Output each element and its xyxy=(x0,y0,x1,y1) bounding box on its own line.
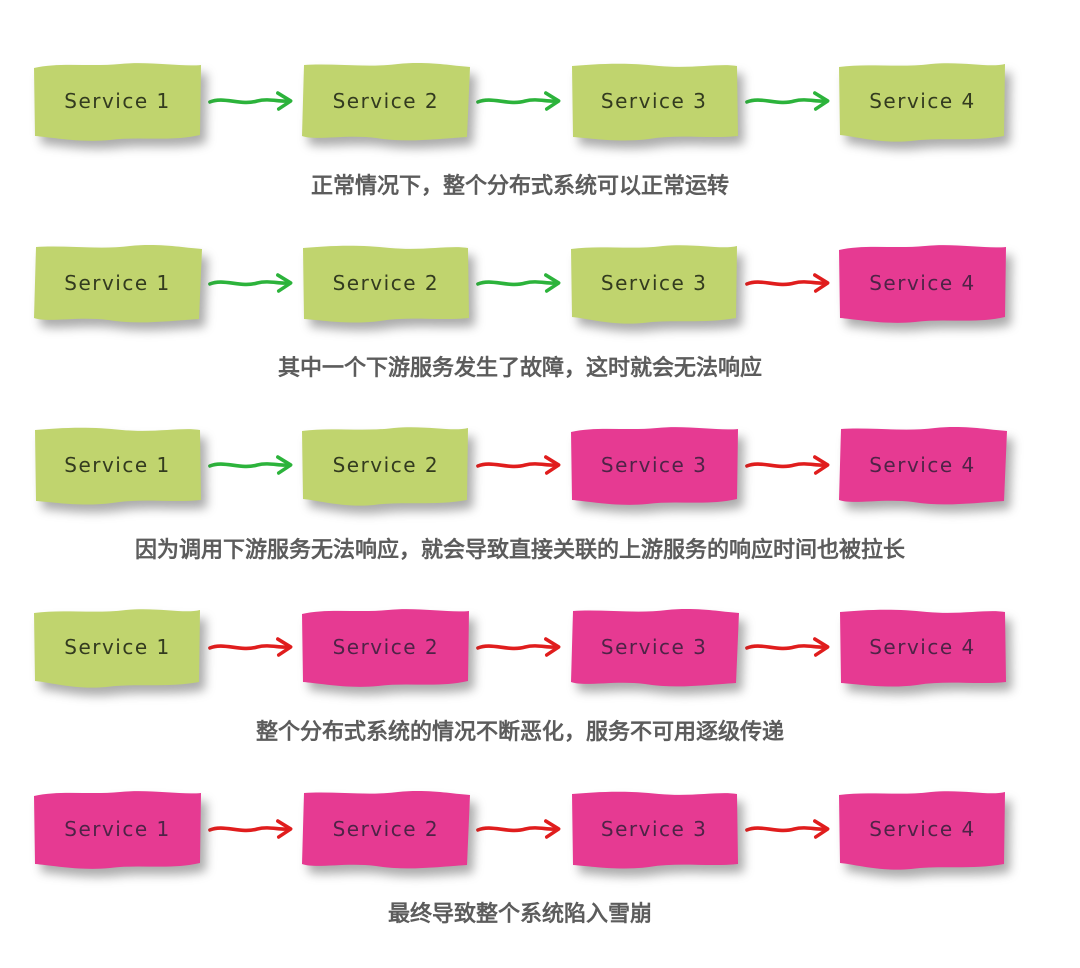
flow-arrow-icon xyxy=(476,637,561,657)
row-caption: 正常情况下，整个分布式系统可以正常运转 xyxy=(310,173,729,198)
service-chain: Service 1 Service 2 Service 3 Service 4 xyxy=(0,240,1080,326)
flow-arrow-icon xyxy=(476,455,561,475)
service-node-4: Service 4 xyxy=(835,422,1010,508)
sticky-note-shape-icon xyxy=(838,427,1007,505)
service-label: Service 1 xyxy=(64,817,171,841)
sticky-note-shape-icon xyxy=(570,609,739,687)
service-node-1: Service 1 xyxy=(30,422,205,508)
service-node-2: Service 2 xyxy=(298,58,473,144)
sticky-note-shape-icon xyxy=(302,63,471,141)
sticky-note-shape-icon xyxy=(34,609,200,688)
row-caption: 其中一个下游服务发生了故障，这时就会无法响应 xyxy=(277,355,762,380)
service-label: Service 3 xyxy=(600,817,708,841)
flow-arrow-icon xyxy=(476,273,561,293)
service-label: Service 4 xyxy=(869,817,976,841)
sticky-note-shape-icon xyxy=(34,791,201,869)
flow-arrow-icon xyxy=(208,91,293,111)
service-chain: Service 1 Service 2 Service 3 Service 4 xyxy=(0,604,1080,690)
service-label: Service 2 xyxy=(332,817,440,841)
row-caption: 最终导致整个系统陷入雪崩 xyxy=(387,901,652,926)
service-chain: Service 1 Service 2 Service 3 Service 4 xyxy=(0,58,1080,144)
service-label: Service 4 xyxy=(869,89,976,113)
service-node-1: Service 1 xyxy=(30,240,205,326)
sticky-note-shape-icon xyxy=(571,791,738,869)
flow-arrow-icon xyxy=(208,819,293,839)
service-node-4: Service 4 xyxy=(835,604,1010,690)
service-label: Service 1 xyxy=(64,89,171,113)
service-chain: Service 1 Service 2 Service 3 Service 4 xyxy=(0,786,1080,872)
flow-arrow-icon xyxy=(208,455,293,475)
service-chain-row: Service 1 Service 2 Service 3 Service 4 … xyxy=(0,604,1080,786)
sticky-note-shape-icon xyxy=(838,791,1005,870)
sticky-note-shape-icon xyxy=(34,63,201,141)
service-node-3: Service 3 xyxy=(567,422,742,508)
sticky-note-shape-icon xyxy=(570,427,738,505)
service-node-1: Service 1 xyxy=(30,604,205,690)
sticky-note-shape-icon xyxy=(838,245,1006,323)
flow-arrow-icon xyxy=(744,637,830,657)
service-label: Service 2 xyxy=(332,635,440,659)
service-label: Service 4 xyxy=(869,271,976,295)
service-label: Service 2 xyxy=(332,271,440,295)
flow-arrow-icon xyxy=(476,91,561,111)
service-node-4: Service 4 xyxy=(835,786,1010,872)
service-label: Service 1 xyxy=(64,453,171,477)
flow-arrow-icon xyxy=(744,273,830,293)
service-label: Service 3 xyxy=(600,453,708,477)
service-label: Service 1 xyxy=(64,635,171,659)
service-node-3: Service 3 xyxy=(567,604,742,690)
flow-arrow-icon xyxy=(744,455,830,475)
sticky-note-shape-icon xyxy=(571,63,738,141)
service-label: Service 2 xyxy=(332,453,440,477)
service-label: Service 2 xyxy=(332,89,440,113)
service-chain-row: Service 1 Service 2 Service 3 Service 4 … xyxy=(0,786,1080,968)
service-label: Service 1 xyxy=(64,271,171,295)
service-chain: Service 1 Service 2 Service 3 Service 4 xyxy=(0,422,1080,508)
service-chain-row: Service 1 Service 2 Service 3 Service 4 … xyxy=(0,240,1080,422)
sticky-note-shape-icon xyxy=(303,245,470,323)
service-node-4: Service 4 xyxy=(835,240,1010,326)
service-label: Service 4 xyxy=(869,453,976,477)
rows-container: Service 1 Service 2 Service 3 Service 4 … xyxy=(0,58,1080,968)
service-chain-row: Service 1 Service 2 Service 3 Service 4 … xyxy=(0,422,1080,604)
service-label: Service 3 xyxy=(600,271,708,295)
service-chain-row: Service 1 Service 2 Service 3 Service 4 … xyxy=(0,58,1080,240)
service-node-2: Service 2 xyxy=(298,604,473,690)
sticky-note-shape-icon xyxy=(34,245,202,323)
sticky-note-shape-icon xyxy=(35,427,201,505)
flow-arrow-icon xyxy=(476,819,561,839)
flow-arrow-icon xyxy=(744,91,830,111)
service-node-1: Service 1 xyxy=(30,58,205,144)
flow-arrow-icon xyxy=(208,273,293,293)
service-node-2: Service 2 xyxy=(298,786,473,872)
sticky-note-shape-icon xyxy=(838,63,1005,142)
service-node-2: Service 2 xyxy=(298,422,473,508)
service-label: Service 3 xyxy=(600,89,708,113)
sticky-note-shape-icon xyxy=(302,791,471,869)
row-caption: 因为调用下游服务无法响应，就会导致直接关联的上游服务的响应时间也被拉长 xyxy=(134,537,905,562)
service-node-2: Service 2 xyxy=(298,240,473,326)
flow-arrow-icon xyxy=(744,819,830,839)
service-node-3: Service 3 xyxy=(567,786,742,872)
sticky-note-shape-icon xyxy=(302,427,469,506)
service-node-1: Service 1 xyxy=(30,786,205,872)
service-node-3: Service 3 xyxy=(567,58,742,144)
sticky-note-shape-icon xyxy=(839,609,1006,687)
service-node-4: Service 4 xyxy=(835,58,1010,144)
sticky-note-shape-icon xyxy=(570,245,737,324)
service-node-3: Service 3 xyxy=(567,240,742,326)
sticky-note-shape-icon xyxy=(302,609,470,687)
flow-arrow-icon xyxy=(208,637,293,657)
service-label: Service 4 xyxy=(869,635,976,659)
row-caption: 整个分布式系统的情况不断恶化，服务不可用逐级传递 xyxy=(255,719,784,744)
service-label: Service 3 xyxy=(600,635,708,659)
